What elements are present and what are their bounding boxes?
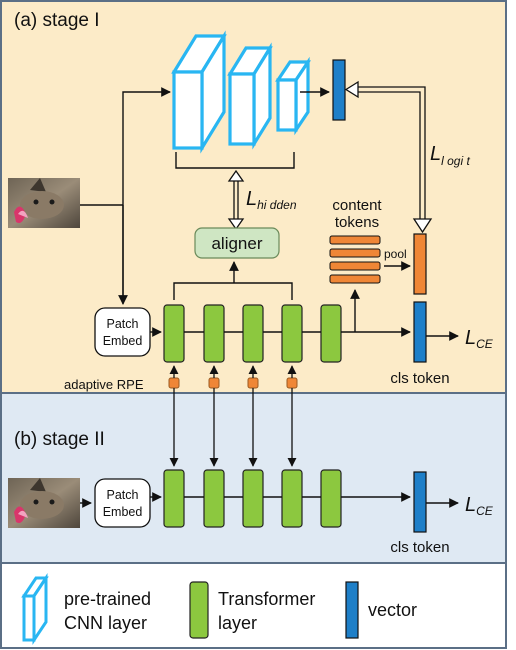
loss-ce-label-stage2: LCE [465, 494, 494, 518]
transformer-layer [203, 304, 225, 363]
transformer-layer [163, 469, 185, 528]
cls-token-label: cls token [390, 370, 449, 387]
logit-loss-arrow [350, 86, 426, 226]
cls-token-label-stage2: cls token [390, 539, 449, 556]
cnn-output-vector [332, 59, 346, 121]
loss-hidden-label: Lhi dden [246, 188, 297, 212]
patch-embed-label-2: Embed [103, 334, 143, 348]
patch-embed-box [94, 307, 151, 357]
cat-photo-icon [8, 178, 80, 228]
rpe-node [208, 377, 220, 389]
legend-cnn-label-2: CNN layer [64, 613, 147, 633]
hidden-arrowhead-up [227, 169, 245, 182]
logit-arrowhead-up [344, 80, 359, 99]
rpe-node [168, 377, 180, 389]
cnn-layer-3 [275, 56, 311, 136]
cnn-layer-2 [227, 42, 273, 150]
aligner-label: aligner [211, 234, 262, 253]
legend-transformer-label-2: layer [218, 613, 257, 633]
patch-embed-box-stage2 [94, 478, 151, 528]
legend-vector-swatch [345, 581, 359, 639]
cnn-layer-1 [171, 30, 227, 154]
transformer-layers-stage2 [163, 469, 342, 528]
adaptive-rpe-label: adaptive RPE [64, 377, 144, 392]
patch-embed-label-stage2: Patch [107, 488, 139, 502]
stage2-title: (b) stage II [14, 429, 105, 450]
loss-logit-label: Ll ogi t [430, 143, 470, 168]
transformer-layer [203, 469, 225, 528]
content-tokens [329, 235, 381, 284]
transformer-layers-stage1 [163, 304, 342, 363]
transformer-layer [281, 469, 303, 528]
legend-transformer-label: Transformer [218, 589, 315, 609]
cnn-bracket [175, 152, 295, 169]
transformer-layer [320, 469, 342, 528]
cls-token-vector [413, 301, 427, 363]
transformer-layer [242, 304, 264, 363]
legend-transformer-swatch [189, 581, 209, 639]
legend-panel [0, 562, 507, 649]
content-tokens-label-2: tokens [335, 214, 379, 231]
stage1-title: (a) stage I [14, 10, 100, 31]
loss-ce-label: LCE [465, 327, 494, 351]
transformer-layer [163, 304, 185, 363]
patch-embed-label-stage2-2: Embed [103, 505, 143, 519]
cat-photo-icon [8, 478, 80, 528]
hidden-arrowhead-down [227, 218, 245, 231]
pooled-token-vector [413, 233, 427, 295]
aligner-box [194, 227, 280, 259]
logit-arrowhead-down [412, 218, 433, 234]
hidden-loss-arrow [233, 176, 239, 224]
cls-token-vector-stage2 [413, 471, 427, 533]
legend-cnn-swatch [21, 573, 49, 645]
rpe-node [286, 377, 298, 389]
transformer-bracket [173, 282, 293, 300]
rpe-to-stage2-arrows [169, 388, 297, 467]
transformer-layer [242, 469, 264, 528]
patch-embed-label: Patch [107, 317, 139, 331]
legend-cnn-label: pre-trained [64, 589, 151, 609]
legend-vector-label: vector [368, 600, 417, 620]
rpe-to-stage1-arrows [169, 365, 297, 378]
pool-label: pool [384, 247, 407, 261]
transformer-layer [320, 304, 342, 363]
content-tokens-label: content [332, 197, 382, 214]
transformer-layer [281, 304, 303, 363]
rpe-nodes [168, 377, 298, 389]
rpe-node [247, 377, 259, 389]
